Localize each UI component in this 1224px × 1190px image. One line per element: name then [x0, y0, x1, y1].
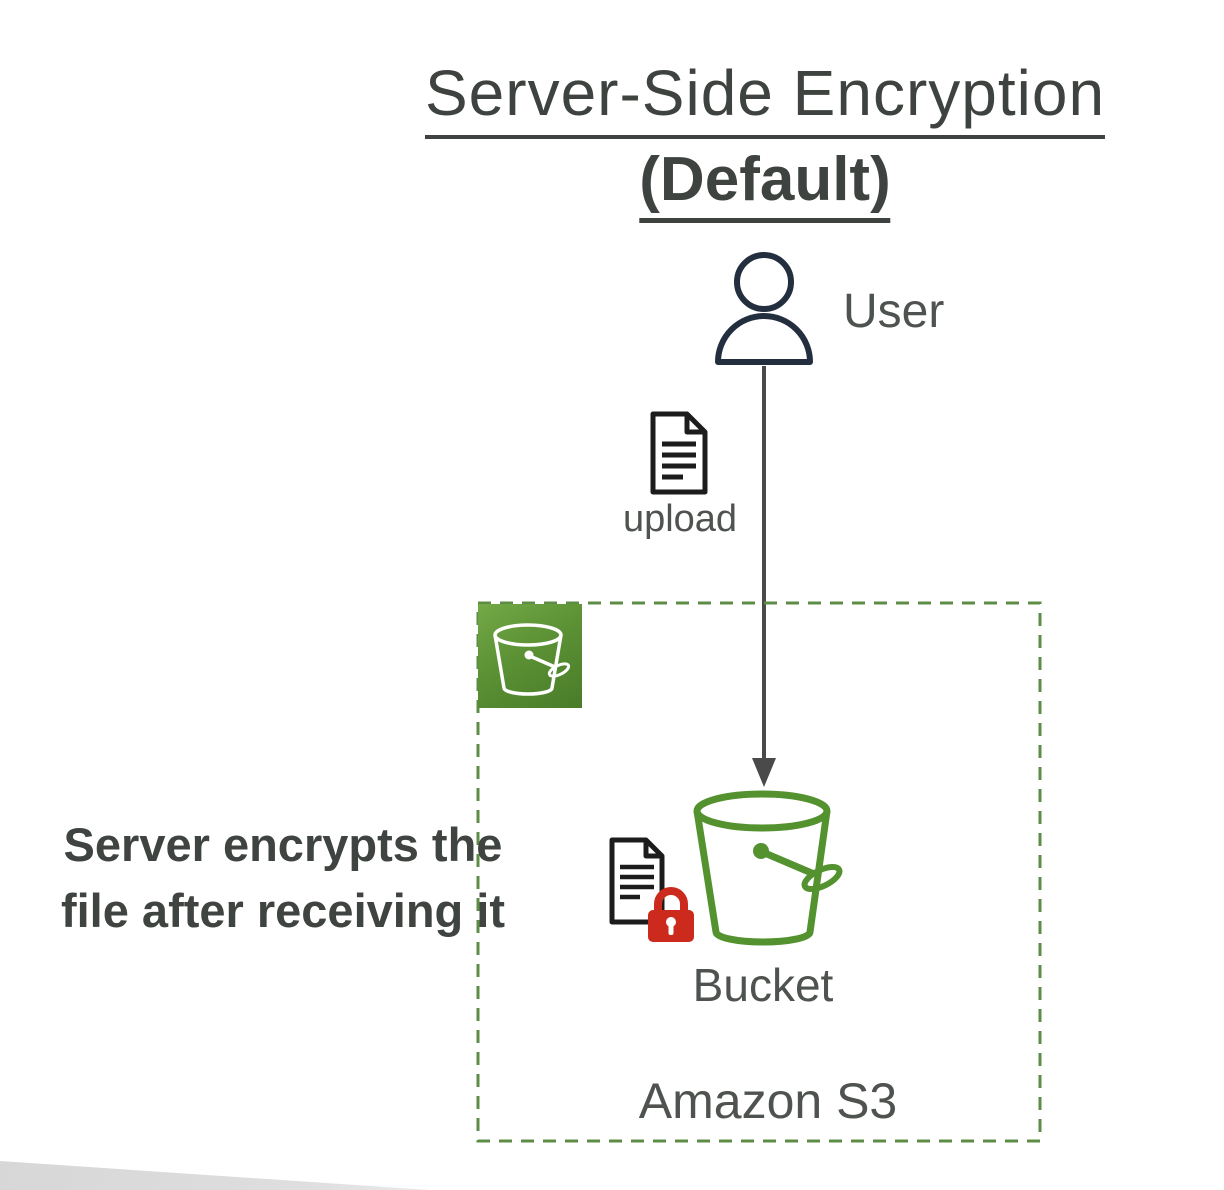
corner-wedge-decoration — [0, 1161, 430, 1190]
encryption-note: Server encrypts the file after receiving… — [48, 812, 518, 944]
encryption-note-line2: file after receiving it — [60, 884, 506, 937]
page-title: Server-Side Encryption — [424, 56, 1106, 139]
s3-service-icon — [478, 604, 582, 708]
down-arrow-icon — [752, 366, 776, 787]
upload-label: upload — [622, 498, 738, 540]
document-icon — [650, 411, 708, 495]
page-subtitle: (Default) — [639, 144, 891, 223]
user-icon — [715, 252, 813, 365]
encrypted-document-icon — [609, 837, 694, 942]
amazon-s3-label: Amazon S3 — [638, 1073, 898, 1129]
encryption-note-line1: Server encrypts the — [63, 818, 503, 871]
bucket-label: Bucket — [692, 959, 834, 1011]
lock-icon — [648, 887, 694, 942]
page-subtitle-text: (Default) — [639, 145, 891, 223]
bucket-icon — [693, 790, 843, 946]
s3-service-bucket-glyph — [493, 623, 571, 696]
page-title-text: Server-Side Encryption — [424, 57, 1106, 139]
user-label: User — [843, 285, 945, 338]
